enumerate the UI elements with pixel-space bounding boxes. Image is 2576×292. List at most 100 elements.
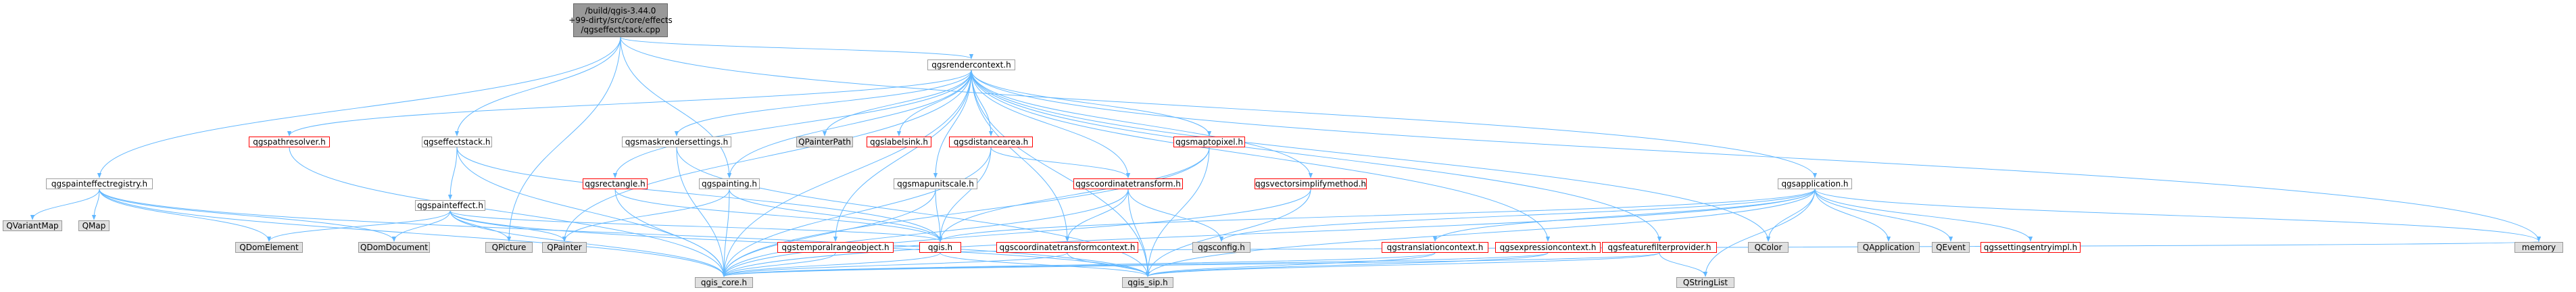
root-path-line-2: +99-dirty/src/core/effects: [568, 16, 673, 25]
edge-maptopixel-to-qgis_core: [721, 147, 1210, 277]
edge-rendercontext-to-rectangle: [612, 70, 972, 178]
edge-coordtransform-to-coordtransformctx: [1065, 189, 1129, 242]
edge-expression-to-qgis_sip: [1146, 252, 1549, 277]
root-path-line-3: /qgseffectstack.cpp: [581, 25, 660, 34]
edge-translation-to-qgis_sip: [1145, 252, 1436, 277]
edge-rendercontext-to-memory: [971, 70, 2542, 242]
edge-coordtransform-to-qgis_core: [721, 189, 1129, 277]
node-qgspainting[interactable]: qgspainting.h: [699, 178, 760, 189]
edge-coordtransform-to-qgis_sip: [1127, 189, 1150, 277]
node-qgsdistancearea[interactable]: qgsdistancearea.h: [949, 137, 1033, 147]
edge-paintregistry-to-qgis_sip: [99, 189, 1150, 277]
node-qcolor[interactable]: QColor: [1748, 242, 1789, 253]
node-qstringlist[interactable]: QStringList: [1676, 277, 1734, 288]
root-path-line-1: /build/qgis-3.44.0: [585, 6, 656, 16]
node-qgis-sip[interactable]: qgis_sip.h: [1122, 277, 1173, 288]
node-qgssettingsentryimpl[interactable]: qgssettingsentryimpl.h: [1980, 242, 2081, 253]
node-qgsapplication[interactable]: qgsapplication.h: [1778, 178, 1852, 189]
node-qgstranslationcontext[interactable]: qgstranslationcontext.h: [1382, 242, 1488, 253]
node-qgseffectstack[interactable]: qgseffectstack.h: [422, 137, 492, 147]
edge-rendercontext-to-painting: [727, 70, 972, 178]
edge-root-to-application: [620, 36, 1818, 178]
edge-application-to-qapplication: [1814, 189, 1891, 242]
edge-coordtransform-to-qgsconfig: [1127, 189, 1224, 242]
edge-distancearea-to-qgis_core: [721, 147, 992, 277]
edge-painteffect-to-qpainter: [449, 210, 567, 242]
edge-painting-to-qgis_core: [721, 189, 730, 277]
edge-featurefilter-to-qgis_sip: [1146, 252, 1660, 277]
node-qgsmapunitscale[interactable]: qgsmapunitscale.h: [894, 178, 977, 189]
node-qmap[interactable]: QMap: [78, 220, 110, 231]
node-qgscoordinatetransform[interactable]: qgscoordinatetransform.h: [1073, 178, 1183, 189]
node-qgsrectangle[interactable]: qgsrectangle.h: [583, 178, 648, 189]
edge-mapunitscale-to-qgis_core: [721, 189, 936, 277]
edge-rendercontext-to-labelsink: [896, 70, 972, 137]
node-memory[interactable]: memory: [2514, 242, 2563, 253]
node-qpainter[interactable]: QPainter: [542, 242, 587, 253]
edge-coordtransformctx-to-qgis_core: [722, 252, 1068, 277]
node-qpainterpath[interactable]: QPainterPath: [796, 137, 853, 147]
edge-application-to-settingsentry: [1814, 189, 2033, 242]
edge-application-to-memory: [1814, 189, 2541, 242]
edge-application-to-qgis_h: [938, 189, 1816, 242]
node-qgis-core[interactable]: qgis_core.h: [695, 277, 753, 288]
edge-application-to-qgsconfig: [1219, 189, 1816, 242]
edge-rendercontext-to-expression: [971, 70, 1551, 242]
edge-rendercontext-to-qpainterpath: [822, 70, 972, 137]
node-qgslabelsink[interactable]: qgslabelsink.h: [867, 137, 931, 147]
edge-rendercontext-to-vectorsimplify: [971, 70, 1313, 178]
edge-application-to-qgis_core: [721, 189, 1816, 277]
edge-paintregistry-to-qgis_core: [99, 189, 727, 277]
edge-rendercontext-to-qgis_core: [721, 70, 972, 277]
node-qpicture[interactable]: QPicture: [485, 242, 533, 253]
edge-rendercontext-to-coordtransformctx: [971, 70, 1070, 242]
edge-application-to-qgis_sip: [1145, 189, 1816, 277]
node-qgspathresolver[interactable]: qgspathresolver.h: [249, 137, 330, 147]
edge-rendercontext-to-temporalrange: [833, 70, 972, 242]
edge-painteffect-to-qdomdocument: [391, 210, 451, 242]
dependency-edges: [30, 36, 2542, 277]
node-qgis[interactable]: qgis.h: [919, 242, 961, 253]
edge-painteffect-to-qgis_core: [449, 210, 727, 277]
edge-featurefilter-to-qstringlist: [1659, 252, 1708, 277]
edge-maptopixel-to-qgis_sip: [1145, 147, 1210, 277]
edge-rendercontext-to-maskrender: [674, 70, 972, 137]
node-qgsexpressioncontext[interactable]: qgsexpressioncontext.h: [1495, 242, 1601, 253]
node-qgsconfig[interactable]: qgsconfig.h: [1192, 242, 1250, 253]
node-qgsfeaturefilterprovider[interactable]: qgsfeaturefilterprovider.h: [1602, 242, 1717, 253]
edge-application-to-qevent: [1814, 189, 1953, 242]
edge-rendercontext-to-qgis_sip: [971, 70, 1150, 277]
node-qdomdocument[interactable]: QDomDocument: [358, 242, 430, 253]
node-qgsrendercontext[interactable]: qgsrendercontext.h: [927, 59, 1015, 70]
edge-rendercontext-to-coordtransform: [971, 70, 1131, 178]
edge-root-to-rendercontext: [620, 36, 973, 59]
edge-rendercontext-to-pathresolver: [287, 70, 972, 137]
node-qgsmaptopixel[interactable]: qgsmaptopixel.h: [1173, 137, 1245, 147]
node-qevent[interactable]: QEvent: [1932, 242, 1970, 253]
node-qvariantmap[interactable]: QVariantMap: [3, 220, 62, 231]
edge-paintregistry-to-qmap: [91, 189, 100, 220]
node-qgspainteffectregistry[interactable]: qgspainteffectregistry.h: [46, 178, 153, 189]
edge-qgis_h-to-qgis_sip: [940, 252, 1150, 277]
node-qgscoordinatetransformcontext[interactable]: qgscoordinatetransformcontext.h: [996, 242, 1138, 253]
edge-rectangle-to-qgis_h: [614, 189, 943, 242]
node-qgsvectorsimplifymethod[interactable]: qgsvectorsimplifymethod.h: [1255, 178, 1367, 189]
node-qgspainteffect[interactable]: qgspainteffect.h: [415, 200, 485, 211]
node-qdomelement[interactable]: QDomElement: [235, 242, 303, 253]
node-qgstemporalrangeobject[interactable]: qgstemporalrangeobject.h: [777, 242, 894, 253]
edge-vectorsimplify-to-qgis_core: [721, 189, 1311, 277]
edge-root-to-paintregistry: [97, 36, 621, 178]
edge-distancearea-to-coordtransform: [990, 147, 1131, 178]
node-qgsmaskrendersettings[interactable]: qgsmaskrendersettings.h: [622, 137, 731, 147]
edge-root-to-qpicture: [506, 36, 621, 242]
edge-painteffect-to-qdomelement: [266, 210, 451, 242]
edge-effectstack-to-qgis_h: [456, 147, 943, 242]
edge-maptopixel-to-qgis_h: [938, 147, 1210, 242]
edge-mapunitscale-to-qgis_h: [935, 189, 943, 242]
edge-pathresolver-to-qgis_core: [289, 147, 727, 277]
edge-paintregistry-to-qvariantmap: [30, 189, 100, 220]
edge-paintregistry-to-qdomdocument: [99, 189, 397, 242]
edge-root-to-effectstack: [454, 36, 621, 137]
node-qapplication[interactable]: QApplication: [1857, 242, 1920, 253]
root-file-node[interactable]: /build/qgis-3.44.0 +99-dirty/src/core/ef…: [568, 3, 673, 37]
